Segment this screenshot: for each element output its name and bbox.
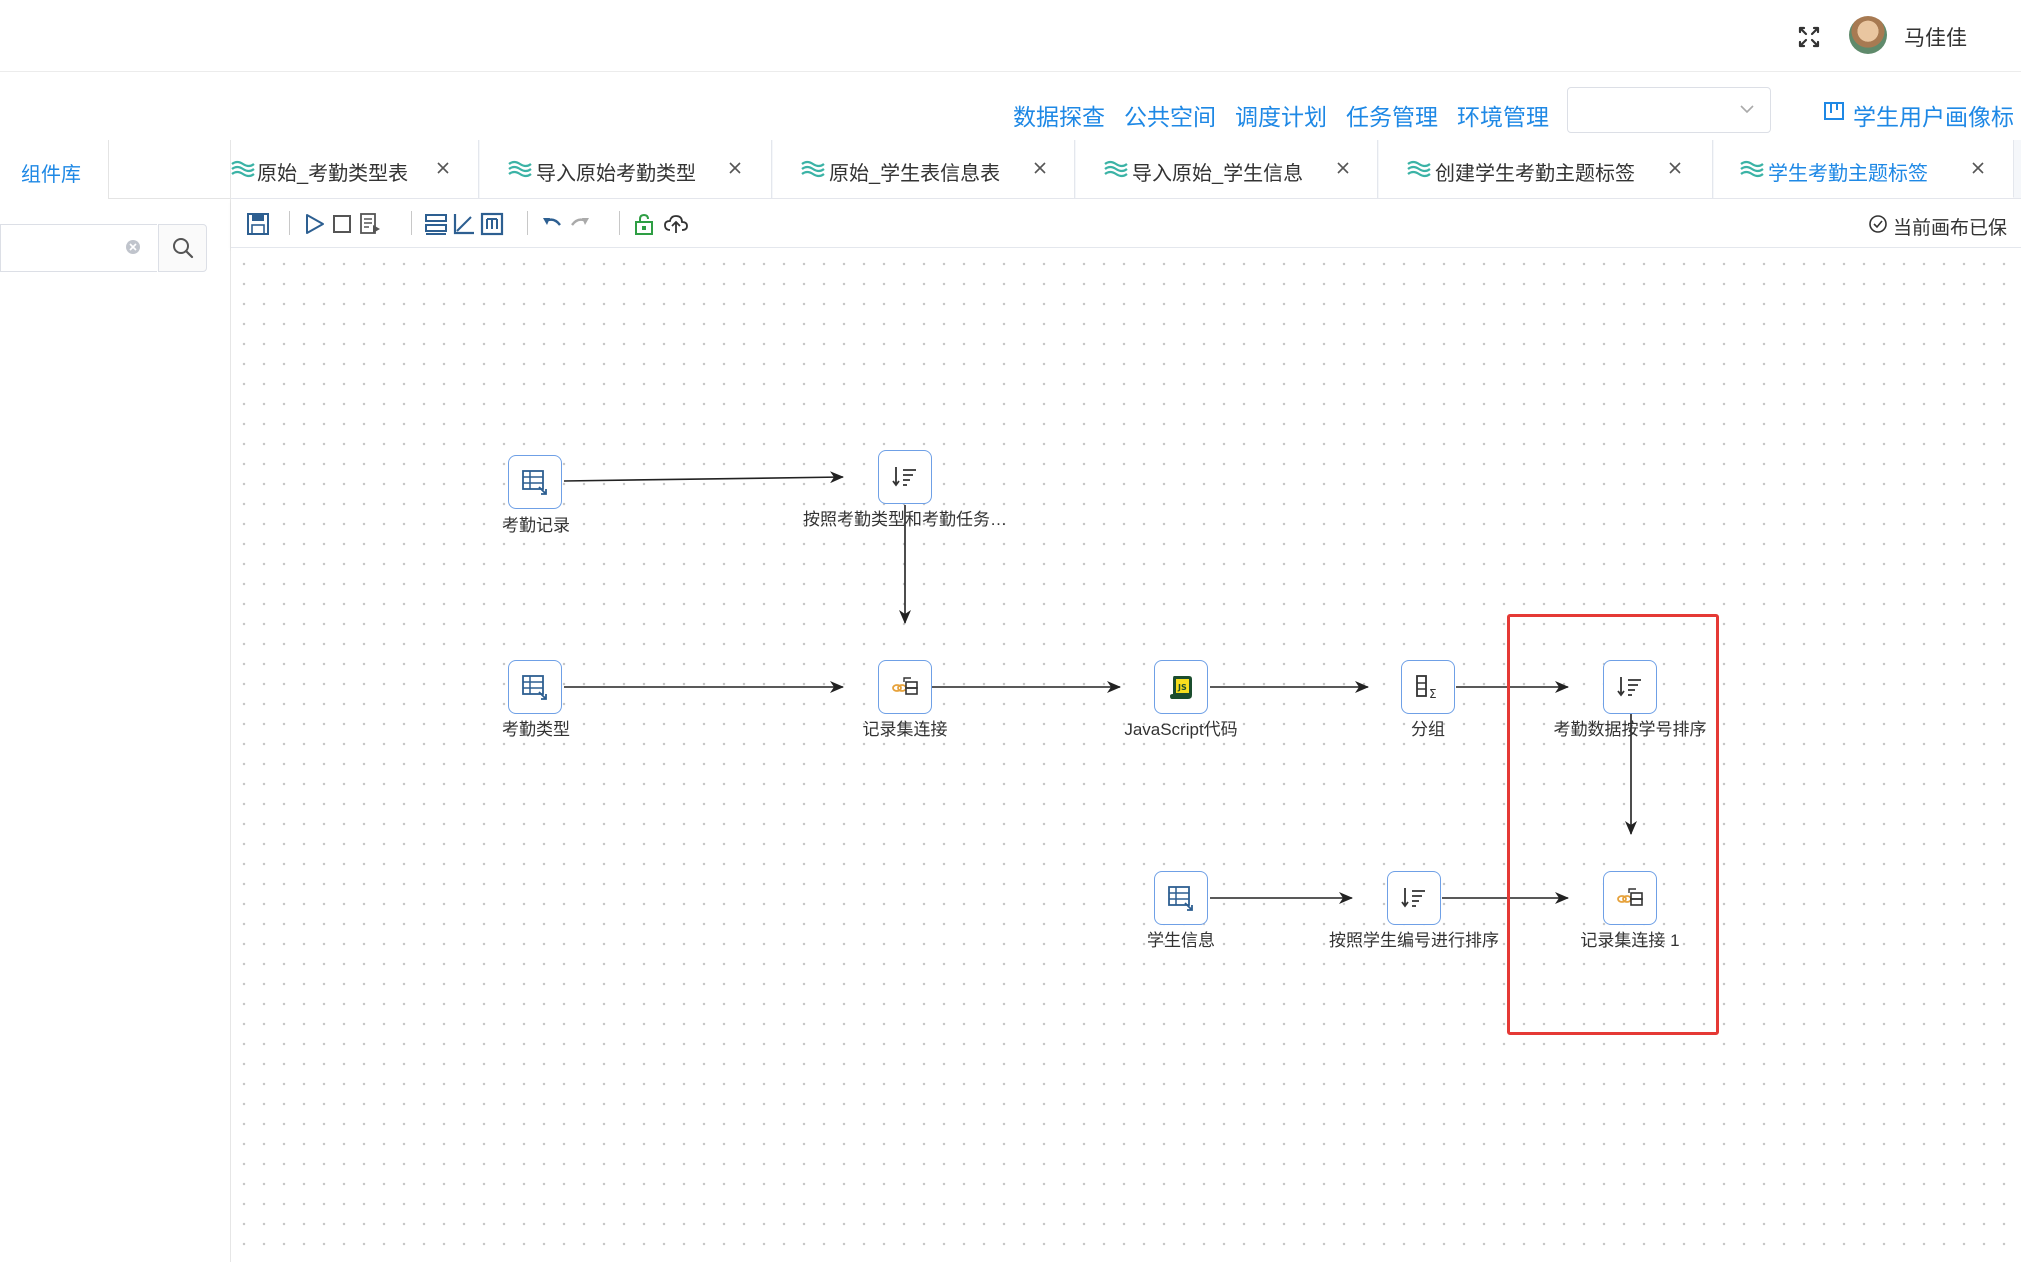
tab-label: 导入原始_学生信息 — [1132, 163, 1304, 185]
merge-join-icon — [892, 677, 918, 695]
save-icon[interactable] — [245, 211, 271, 237]
project-name-label: 学生用户画像标 — [1853, 104, 2014, 130]
preview-icon[interactable] — [357, 211, 383, 237]
tab-import-raw-attendance-type[interactable]: 导入原始考勤类型 — [480, 140, 772, 198]
nav-item-schedule[interactable]: 调度计划 — [1235, 104, 1327, 130]
node-label: 按照学生编号进行排序 — [1329, 931, 1499, 950]
flow-node-student-info[interactable] — [1154, 871, 1208, 925]
table-input-icon — [522, 675, 547, 700]
component-library-label: 组件库 — [21, 164, 81, 186]
canvas-toolbar — [231, 199, 2021, 248]
table-input-icon — [1168, 886, 1193, 911]
sort-icon — [1401, 888, 1425, 908]
editor-tab-bar: 原始_考勤类型表 导入原始考勤类型 原始_学生表信息表 导入原始_学生信息 创建… — [231, 140, 2021, 199]
node-label: 按照考勤类型和考勤任务… — [803, 510, 1007, 529]
javascript-icon: JS — [1170, 676, 1192, 699]
sort-icon — [1617, 677, 1641, 697]
tab-label: 导入原始考勤类型 — [536, 163, 696, 185]
flow-node-sort-by-student-no[interactable] — [1387, 871, 1441, 925]
transform-icon — [1407, 160, 1431, 178]
node-label: 考勤记录 — [502, 516, 570, 535]
transform-icon — [508, 160, 532, 178]
node-label: 学生信息 — [1147, 931, 1215, 950]
transform-icon — [1104, 160, 1128, 178]
chevron-down-icon — [1740, 105, 1754, 114]
flow-node-merge-join[interactable] — [878, 660, 932, 714]
tab-raw-student-info-table[interactable]: 原始_学生表信息表 — [773, 140, 1075, 198]
lock-icon[interactable] — [631, 211, 657, 237]
transform-icon — [801, 160, 825, 178]
node-label: 分组 — [1411, 720, 1445, 739]
tab-raw-attendance-type-table[interactable]: 原始_考勤类型表 — [231, 140, 479, 198]
flow-node-sort-by-student-id[interactable] — [1603, 660, 1657, 714]
divider — [108, 198, 230, 199]
tab-import-raw-student-info[interactable]: 导入原始_学生信息 — [1076, 140, 1378, 198]
flow-node-attendance-records[interactable] — [508, 455, 562, 509]
close-icon[interactable] — [1030, 158, 1050, 178]
node-label: 考勤类型 — [502, 720, 570, 739]
avatar[interactable] — [1849, 16, 1887, 54]
nav-item-task-manage[interactable]: 任务管理 — [1346, 104, 1438, 130]
close-icon[interactable] — [725, 158, 745, 178]
close-icon[interactable] — [1665, 158, 1685, 178]
node-label: 考勤数据按学号排序 — [1553, 720, 1707, 739]
transform-icon — [1740, 160, 1764, 178]
sort-icon — [892, 467, 916, 487]
tab-label: 原始_考勤类型表 — [257, 163, 409, 185]
tab-create-student-attendance-tags[interactable]: 创建学生考勤主题标签 — [1379, 140, 1713, 198]
tab-component-library[interactable]: 组件库 — [0, 140, 109, 199]
search-input[interactable] — [0, 224, 157, 272]
module-icon[interactable] — [479, 211, 505, 237]
search-button[interactable] — [158, 224, 207, 272]
fullscreen-icon[interactable] — [1794, 22, 1824, 52]
top-bar: 马佳佳 — [0, 0, 2021, 72]
align-icon[interactable] — [423, 211, 449, 237]
flow-node-group-by[interactable]: Σ — [1401, 660, 1455, 714]
undo-icon[interactable] — [539, 211, 565, 237]
highlight-box — [1507, 614, 1719, 1035]
tab-label: 学生考勤主题标签 — [1768, 163, 1928, 185]
environment-select[interactable] — [1567, 87, 1771, 133]
username[interactable]: 马佳佳 — [1904, 27, 1967, 50]
chart-icon[interactable] — [451, 211, 477, 237]
search-icon — [173, 238, 194, 259]
redo-icon[interactable] — [567, 211, 593, 237]
transform-icon — [231, 160, 255, 178]
table-input-icon — [522, 470, 547, 495]
close-icon[interactable] — [1333, 158, 1353, 178]
nav-item-public-space[interactable]: 公共空间 — [1124, 104, 1216, 130]
check-circle-icon — [1869, 215, 1887, 233]
close-icon[interactable] — [433, 158, 453, 178]
node-label: 记录集连接 1 — [1580, 931, 1680, 950]
save-status: 当前画布已保 — [1868, 213, 2007, 240]
group-by-icon: Σ — [1416, 675, 1437, 701]
project-name[interactable]: 学生用户画像标 — [1823, 98, 2014, 132]
project-board-icon — [1824, 102, 1844, 120]
flow-node-sort-by-type-task[interactable] — [878, 450, 932, 504]
stop-icon[interactable] — [329, 211, 355, 237]
svg-text:Σ: Σ — [1429, 687, 1437, 701]
tab-label: 创建学生考勤主题标签 — [1435, 163, 1635, 185]
nav-item-data-explore[interactable]: 数据探查 — [1013, 104, 1105, 130]
node-label: 记录集连接 — [862, 720, 948, 739]
flow-node-merge-join-1[interactable] — [1603, 871, 1657, 925]
tab-student-attendance-tags[interactable]: 学生考勤主题标签 — [1714, 140, 2014, 198]
close-icon[interactable] — [1968, 158, 1988, 178]
merge-join-icon — [1617, 888, 1643, 906]
svg-text:JS: JS — [1177, 683, 1187, 692]
clear-icon[interactable] — [124, 238, 142, 256]
flow-node-attendance-type[interactable] — [508, 660, 562, 714]
node-label: JavaScript代码 — [1124, 720, 1238, 739]
nav-item-env-manage[interactable]: 环境管理 — [1457, 104, 1549, 130]
flow-canvas[interactable] — [231, 248, 2021, 1262]
component-library-panel: 组件库 — [0, 140, 231, 1262]
run-icon[interactable] — [301, 211, 327, 237]
flow-node-javascript[interactable]: JS — [1154, 660, 1208, 714]
upload-cloud-icon[interactable] — [663, 211, 689, 237]
tab-label: 原始_学生表信息表 — [829, 163, 1001, 185]
save-status-text: 当前画布已保 — [1893, 218, 2008, 239]
